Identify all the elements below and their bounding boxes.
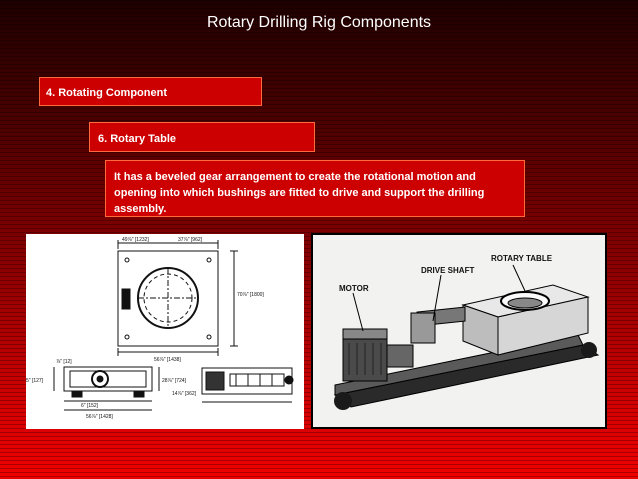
label-drive-shaft: DRIVE SHAFT — [421, 266, 474, 275]
item-label-box: 6. Rotary Table — [89, 122, 315, 152]
dim-side-left: 5" [127] — [26, 378, 44, 384]
dim-top-right: 37⅞" [962] — [178, 237, 203, 243]
dim-side-bottom1: 6" [152] — [81, 403, 99, 409]
component-label: 4. Rotating Component — [46, 87, 167, 99]
label-rotary-table: ROTARY TABLE — [491, 254, 553, 263]
dim-top-left: 49⅞" [1232] — [122, 237, 149, 243]
plate-top-view — [117, 250, 219, 347]
side-view-body — [63, 366, 153, 392]
dim-side-bottom2: 56⅞" [1428] — [86, 414, 113, 420]
rig-illustration-svg: MOTOR DRIVE SHAFT ROTARY TABLE — [333, 254, 600, 410]
technical-drawing-svg: 49⅞" [1232] 37⅞" [962] 70⅞" [1800] 56⅞" … — [26, 237, 294, 420]
item-label: 6. Rotary Table — [98, 133, 177, 145]
dim-side-height: 28⅞" [724] — [162, 378, 187, 384]
rig-illustration: MOTOR DRIVE SHAFT ROTARY TABLE — [311, 233, 607, 429]
description-text: It has a beveled gear arrangement to cre… — [114, 171, 485, 215]
dim-bottom: 56⅞" [1438] — [154, 357, 181, 363]
dim-side-small: 14⅞" [362] — [172, 391, 197, 397]
slide-title: Rotary Drilling Rig Components — [206, 14, 432, 31]
label-motor: MOTOR — [339, 284, 369, 293]
dim-right: 70⅞" [1800] — [237, 292, 264, 298]
description-box: It has a beveled gear arrangement to cre… — [105, 160, 525, 217]
technical-drawing: 49⅞" [1232] 37⅞" [962] 70⅞" [1800] 56⅞" … — [26, 234, 304, 429]
component-label-box: 4. Rotating Component — [39, 77, 262, 106]
lock-block — [121, 288, 131, 310]
dim-side-top: ⅞" [12] — [56, 359, 72, 365]
